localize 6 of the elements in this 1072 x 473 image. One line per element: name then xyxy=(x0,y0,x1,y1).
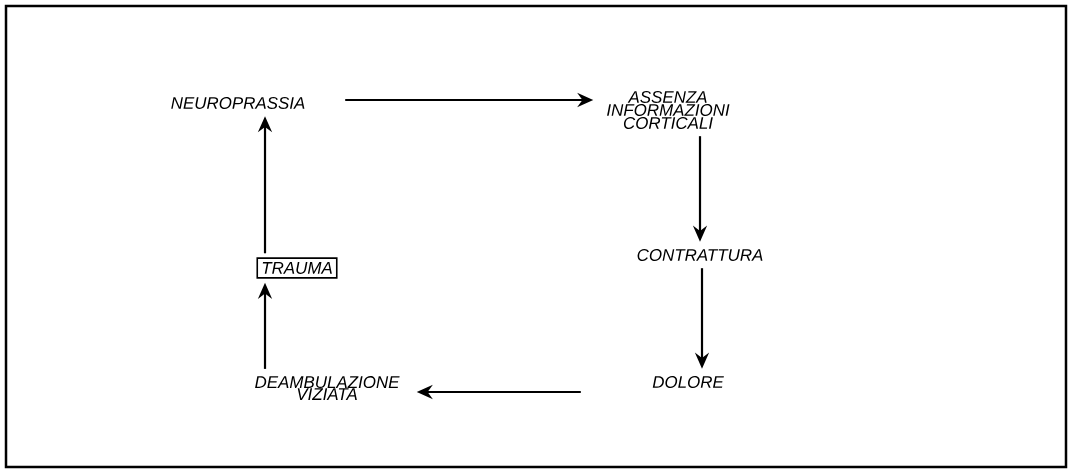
step-label: DOLORE xyxy=(652,376,724,388)
boxed-label: TRAUMA xyxy=(256,257,338,279)
step-label: ASSENZA INFORMAZIONI CORTICALI xyxy=(607,91,730,129)
step-label: NEUROPRASSIA xyxy=(171,97,305,109)
step-label: DEAMBULAZIONE VIZIATA xyxy=(255,376,400,400)
step-label: CONTRATTURA xyxy=(637,249,763,261)
